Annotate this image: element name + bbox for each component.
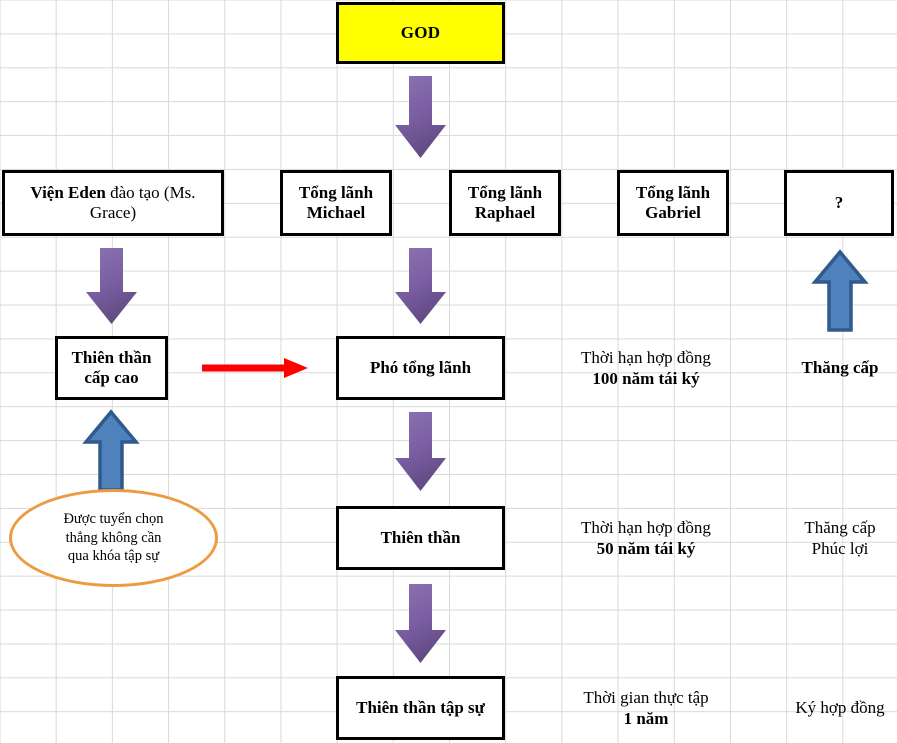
angel-box[interactable]: Thiên thần	[336, 506, 505, 570]
god-to-archangel-arrow	[395, 76, 446, 158]
outcome-promotion-senior-line1: Thăng cấp	[801, 358, 879, 378]
senior-angel-line2: cấp cao	[84, 368, 139, 387]
internship-term: Thời gian thực tập 1 năm	[562, 676, 730, 740]
archangel-michael-box[interactable]: Tổng lãnh Michael	[280, 170, 392, 236]
vice-chief-to-angel-arrow	[395, 412, 446, 491]
senior-angel-label: Thiên thần cấp cao	[72, 348, 152, 388]
unknown-archangel-box[interactable]: ?	[784, 170, 894, 236]
outcome-promotion-senior: Thăng cấp	[784, 336, 896, 400]
note-line1: Được tuyển chọn	[63, 510, 164, 527]
eden-institute-label: Viện Eden đào tạo (Ms. Grace)	[9, 183, 217, 223]
eden-institute-suffix: đào tạo (Ms. Grace)	[89, 182, 196, 222]
senior-angel-to-vice-chief-arrow	[202, 358, 308, 378]
archangel-gabriel-line1: Tổng lãnh	[635, 182, 711, 202]
outcome-promotion-angel-line2: Phúc lợi	[811, 539, 869, 558]
contract-term-angel: Thời hạn hợp đồng 50 năm tái ký	[562, 506, 730, 570]
direct-selection-note-oval[interactable]: Được tuyển chọn thẳng không cần qua khóa…	[9, 489, 218, 587]
archangel-michael-label: Tổng lãnh Michael	[299, 183, 373, 223]
promotion-up-left-arrow	[82, 409, 140, 492]
note-line2: thẳng không cần	[65, 529, 162, 546]
senior-angel-box[interactable]: Thiên thần cấp cao	[55, 336, 168, 400]
internship-term-label: Thời gian thực tập	[583, 687, 709, 707]
contract-term-angel-value: 50 năm tái ký	[596, 539, 696, 558]
vice-chief-box[interactable]: Phó tổng lãnh	[336, 336, 505, 400]
archangel-gabriel-box[interactable]: Tổng lãnh Gabriel	[617, 170, 729, 236]
contract-term-senior-label: Thời hạn hợp đồng	[581, 347, 711, 367]
angel-to-trainee-arrow	[395, 584, 446, 663]
outcome-sign-contract-line1: Ký hợp đồng	[795, 698, 885, 718]
internship-term-value: 1 năm	[623, 709, 669, 728]
direct-selection-note-text: Được tuyển chọn thẳng không cần qua khóa…	[63, 510, 163, 567]
eden-institute-name: Viện Eden	[30, 182, 106, 202]
archangel-raphael-line1: Tổng lãnh	[467, 182, 543, 202]
contract-term-angel-label: Thời hạn hợp đồng	[581, 517, 711, 537]
contract-term-senior-value: 100 năm tái ký	[592, 369, 700, 388]
outcome-sign-contract: Ký hợp đồng	[784, 676, 896, 740]
senior-angel-line1: Thiên thần	[71, 347, 152, 367]
archangel-raphael-line2: Raphael	[474, 203, 536, 222]
archangel-michael-line2: Michael	[306, 203, 366, 222]
archangel-gabriel-line2: Gabriel	[645, 203, 701, 222]
archangel-michael-line1: Tổng lãnh	[298, 182, 374, 202]
vice-chief-label: Phó tổng lãnh	[369, 357, 472, 377]
archangel-raphael-label: Tổng lãnh Raphael	[468, 183, 542, 223]
contract-term-senior: Thời hạn hợp đồng 100 năm tái ký	[562, 336, 730, 400]
trainee-angel-box[interactable]: Thiên thần tập sự	[336, 676, 505, 740]
eden-to-senior-angel-arrow	[86, 248, 137, 324]
outcome-promotion-angel-line1: Thăng cấp	[804, 517, 876, 537]
michael-to-vice-chief-arrow	[395, 248, 446, 324]
archangel-raphael-box[interactable]: Tổng lãnh Raphael	[449, 170, 561, 236]
angel-label: Thiên thần	[380, 527, 461, 547]
outcome-promotion-angel: Thăng cấp Phúc lợi	[784, 506, 896, 570]
eden-institute-box[interactable]: Viện Eden đào tạo (Ms. Grace)	[2, 170, 224, 236]
unknown-archangel-label: ?	[834, 192, 844, 212]
archangel-gabriel-label: Tổng lãnh Gabriel	[636, 183, 710, 223]
god-box[interactable]: GOD	[336, 2, 505, 64]
note-line3: qua khóa tập sự	[67, 548, 160, 565]
trainee-angel-label: Thiên thần tập sự	[356, 697, 485, 717]
promotion-up-right-arrow	[811, 249, 869, 332]
god-label: GOD	[400, 22, 441, 42]
